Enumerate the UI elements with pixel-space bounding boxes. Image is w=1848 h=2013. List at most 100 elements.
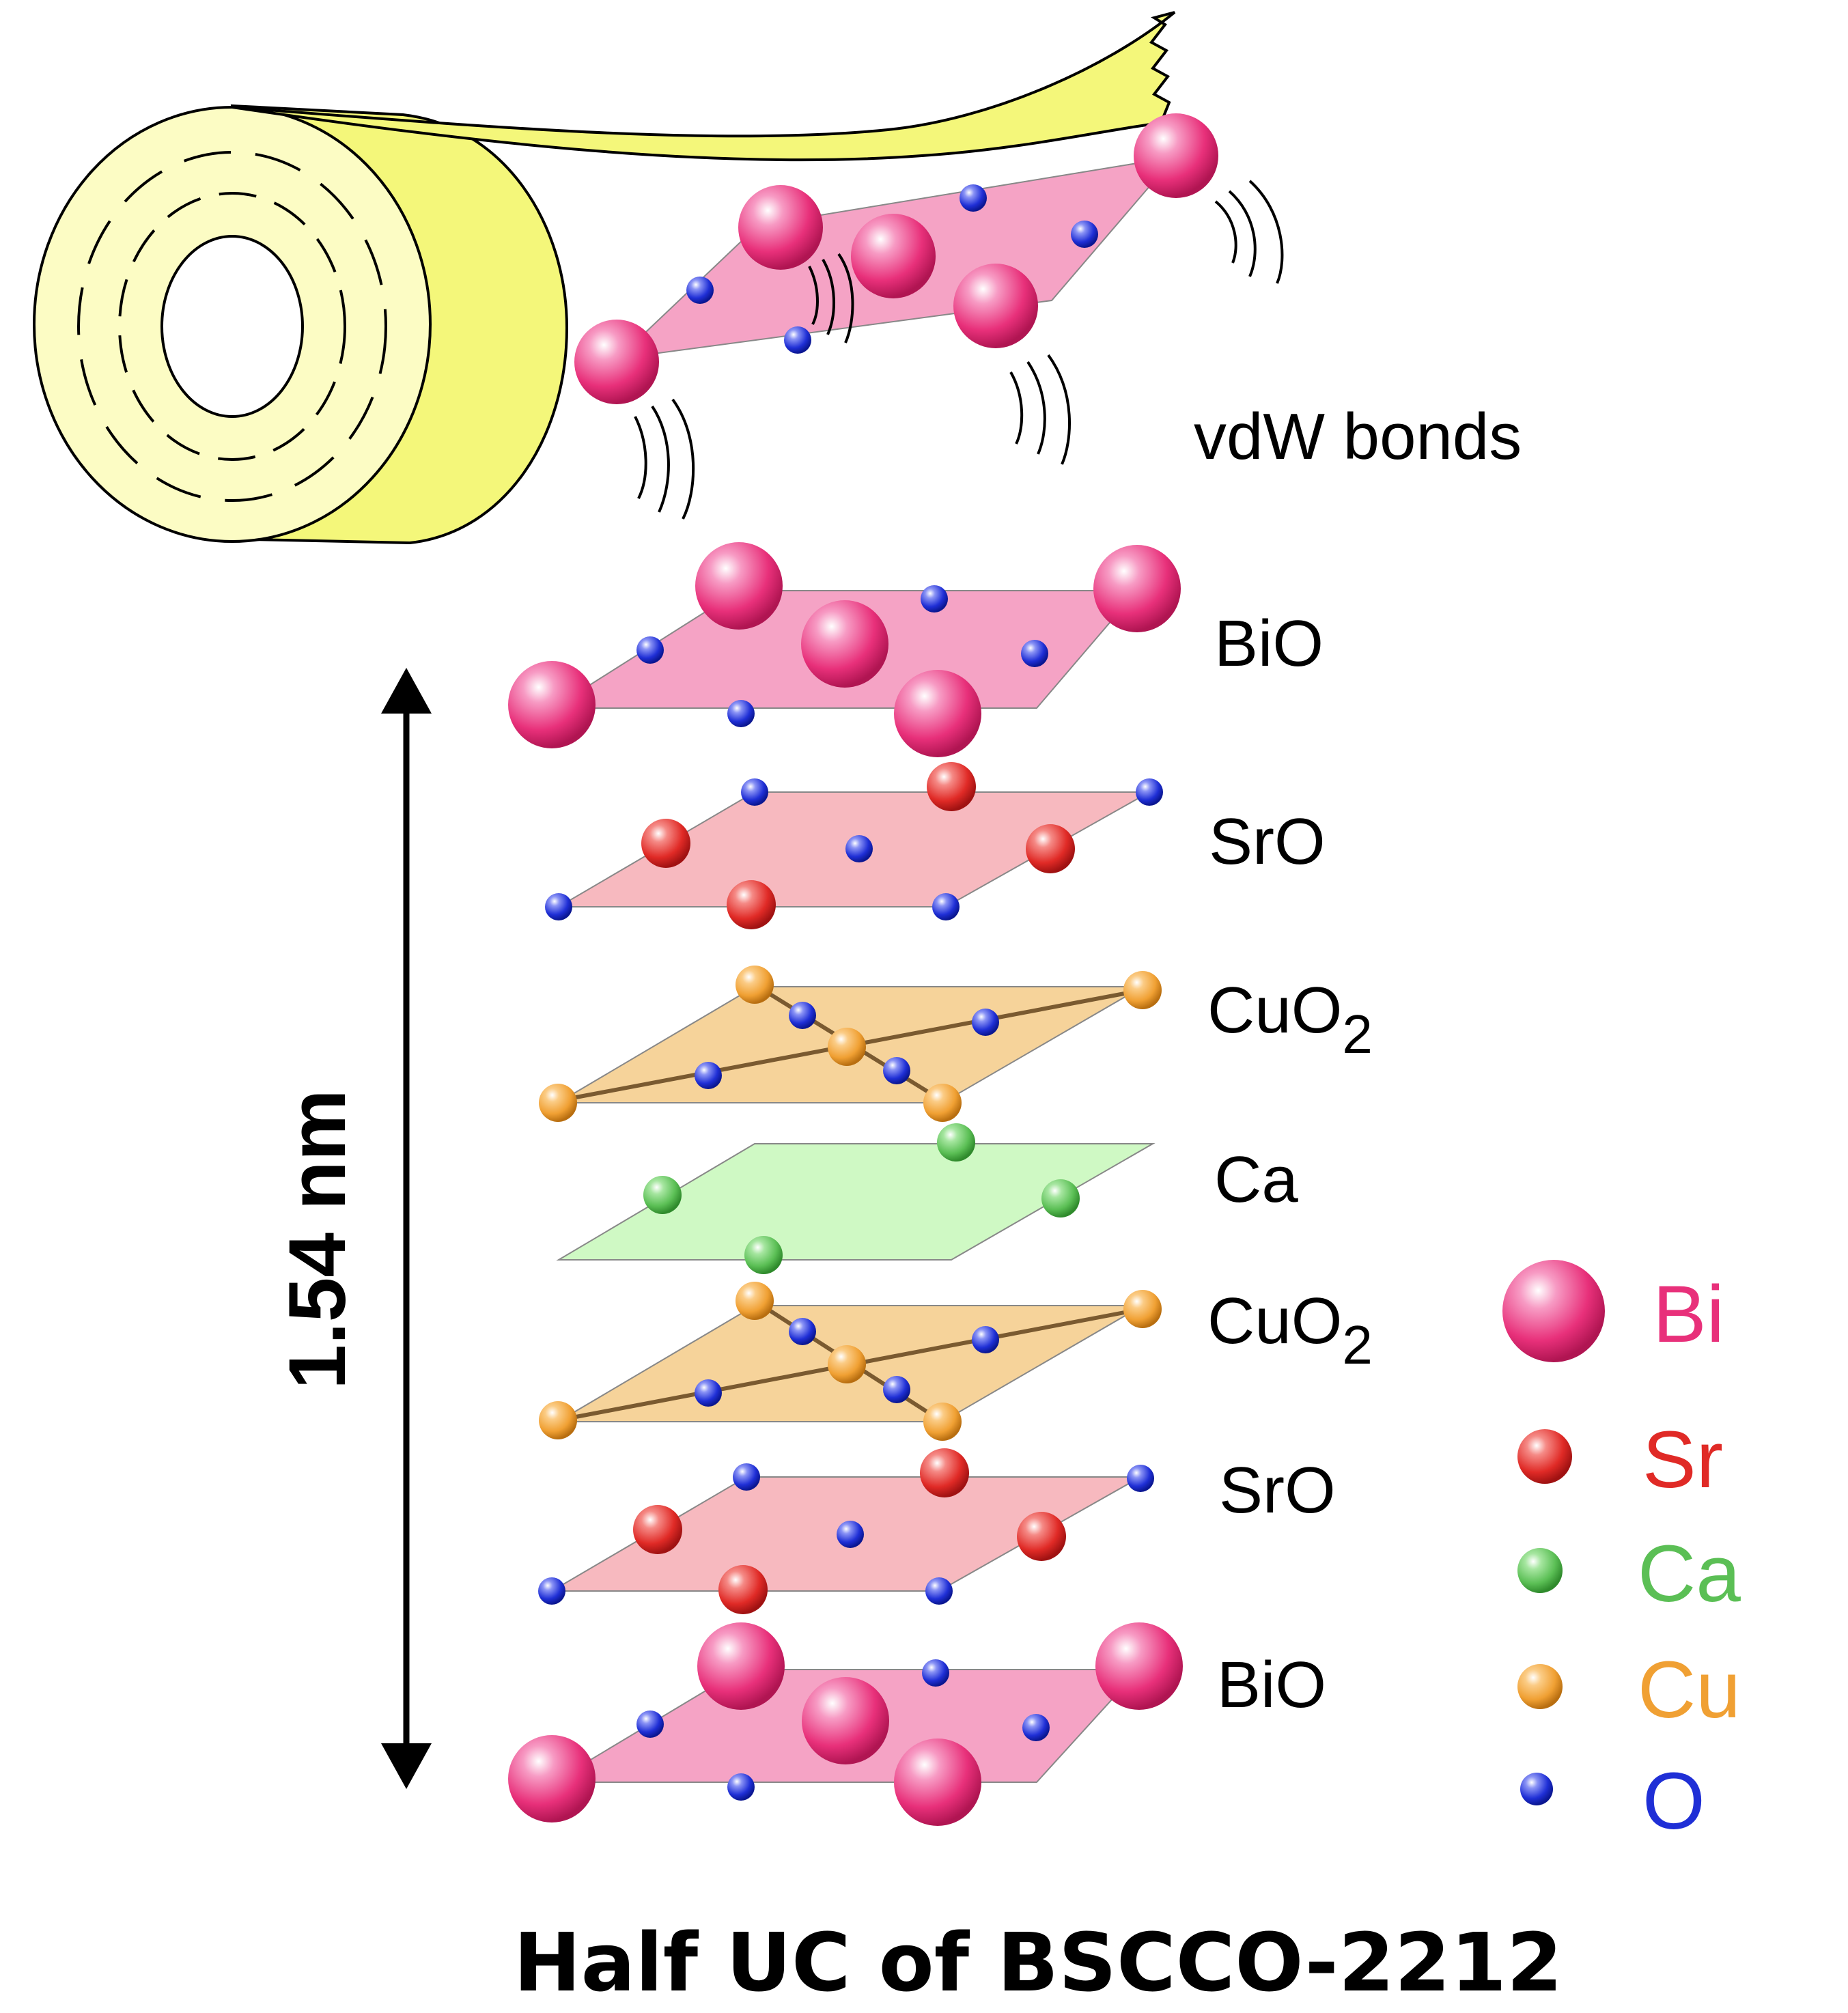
peeled-bio-layer <box>574 113 1284 520</box>
bi-atom <box>894 670 981 757</box>
cu-atom <box>923 1403 962 1441</box>
dimension-arrow <box>381 668 432 1789</box>
bi-atom <box>695 542 783 630</box>
o-atom <box>921 585 948 613</box>
legend-cu-marker <box>1517 1664 1563 1709</box>
o-atom <box>538 1577 565 1605</box>
o-atom <box>883 1057 910 1084</box>
sr-atom <box>920 1448 969 1497</box>
legend-cu-label: Cu <box>1638 1645 1741 1735</box>
o-atom <box>1136 778 1163 806</box>
cu-atom <box>1123 1290 1162 1328</box>
figure-title: Half UC of BSCCO-2212 <box>514 1915 1563 2010</box>
cu-atom <box>1123 971 1162 1009</box>
layer-label-sro-bottom: SrO <box>1219 1454 1336 1527</box>
cu-atom <box>828 1028 866 1066</box>
o-atom <box>922 1659 949 1687</box>
ca-plane <box>556 1143 1156 1261</box>
peeled-bi-atom <box>851 214 936 298</box>
legend-sr-marker <box>1517 1429 1572 1484</box>
peeled-bi-atom <box>738 185 823 270</box>
sr-atom <box>633 1505 682 1554</box>
ca-atom <box>937 1123 975 1162</box>
peeled-o-atom <box>784 326 811 354</box>
o-atom <box>695 1062 722 1089</box>
o-atom <box>789 1318 816 1345</box>
o-atom <box>741 778 768 806</box>
peeled-o-atom <box>1071 221 1098 248</box>
legend-bi-marker <box>1502 1260 1605 1362</box>
sr-atom <box>927 762 976 811</box>
peeled-bi-atom <box>953 264 1038 348</box>
o-atom <box>1022 1714 1050 1741</box>
ca-atom <box>1041 1179 1080 1217</box>
layer-ca <box>556 1123 1156 1274</box>
o-atom <box>1127 1465 1154 1492</box>
layer-label-ca: Ca <box>1214 1143 1298 1216</box>
layer-label-bio-top: BiO <box>1214 607 1324 680</box>
sr-atom <box>1017 1512 1066 1561</box>
legend-ca-marker <box>1517 1548 1563 1593</box>
layer-label-bio-bottom: BiO <box>1217 1648 1326 1721</box>
layer-label-cuo2-top: CuO2 <box>1207 974 1373 1065</box>
o-atom <box>727 700 755 727</box>
bi-atom <box>894 1738 981 1826</box>
legend-o-label: O <box>1642 1756 1705 1846</box>
vdw-bonds-label: vdW bonds <box>1194 400 1522 473</box>
vdw-bond-arcs <box>634 180 1284 520</box>
o-atom <box>845 835 873 862</box>
dimension-arrow-head-top <box>381 668 432 714</box>
o-atom <box>636 636 664 664</box>
cu-atom <box>923 1084 962 1122</box>
layer-cuo2-bottom <box>539 1282 1162 1441</box>
o-atom <box>789 1002 816 1029</box>
o-atom <box>925 1577 953 1605</box>
legend-sr-label: Sr <box>1642 1415 1723 1505</box>
layer-sro-bottom <box>538 1448 1154 1614</box>
tape-winding-ring <box>77 151 387 502</box>
peeled-o-atom <box>686 277 714 304</box>
bi-atom <box>1095 1622 1183 1710</box>
o-atom <box>636 1711 664 1738</box>
layer-cuo2-top <box>539 966 1162 1122</box>
sr-atom <box>1026 824 1075 873</box>
legend-ca-label: Ca <box>1638 1529 1741 1619</box>
tape-strip <box>232 11 1176 162</box>
o-atom <box>932 893 960 920</box>
sr-atom <box>727 880 776 929</box>
cu-atom <box>736 1282 774 1320</box>
layer-bio-bottom <box>508 1622 1183 1826</box>
o-atom <box>972 1009 999 1036</box>
tape-winding-ring <box>118 192 346 461</box>
sr-atom <box>718 1565 768 1614</box>
o-atom <box>837 1521 864 1548</box>
peeled-bi-atom <box>574 320 659 404</box>
legend-bi-label: Bi <box>1653 1269 1724 1360</box>
ca-atom <box>643 1176 682 1214</box>
cu-atom <box>539 1084 577 1122</box>
layer-label-sro-top: SrO <box>1209 805 1326 878</box>
ca-atom <box>744 1236 783 1274</box>
o-atom <box>733 1463 760 1491</box>
bi-atom <box>801 600 888 688</box>
cu-atom <box>736 966 774 1004</box>
dimension-arrow-head-bottom <box>381 1743 432 1789</box>
bi-atom <box>697 1622 785 1710</box>
o-atom <box>727 1773 755 1801</box>
bi-atom <box>508 661 596 748</box>
o-atom <box>695 1379 722 1407</box>
tape-roll-core <box>160 235 304 418</box>
peeled-o-atom <box>960 184 987 212</box>
layer-label-cuo2-bottom: CuO2 <box>1207 1284 1373 1375</box>
bi-atom <box>802 1677 889 1764</box>
peeled-bi-atom <box>1134 113 1218 198</box>
o-atom <box>883 1376 910 1403</box>
legend-o-marker <box>1520 1773 1553 1805</box>
dimension-label: 1.54 nm <box>272 1089 363 1389</box>
bi-atom <box>508 1735 596 1822</box>
o-atom <box>972 1326 999 1353</box>
o-atom <box>1021 640 1048 667</box>
layer-bio-top <box>508 542 1181 757</box>
tape-roll <box>33 11 1176 545</box>
